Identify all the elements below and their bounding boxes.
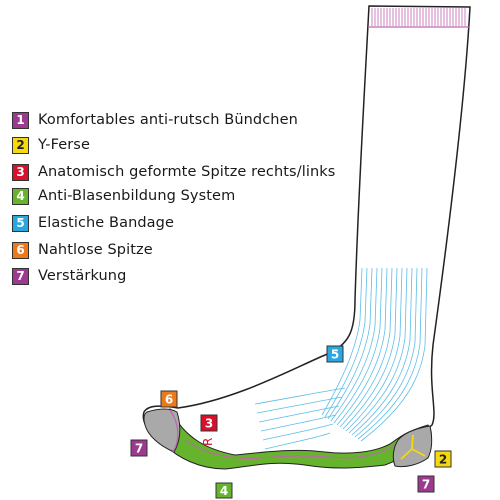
bandage-line: [254, 387, 346, 405]
callout-heel-reinforcement: 7: [417, 475, 435, 493]
legend-badge: 3: [12, 163, 29, 181]
legend-badge: 4: [12, 187, 29, 205]
bandage-line: [342, 267, 398, 430]
callout-heel: 2: [434, 450, 452, 468]
legend-item: 1 Komfortables anti-rutsch Bündchen: [12, 110, 298, 130]
y-heel: [400, 434, 426, 460]
bandage-line: [264, 432, 331, 450]
bandage-line: [260, 414, 337, 432]
toe-seam: [169, 409, 179, 453]
legend-badge: 6: [12, 241, 29, 259]
right-left-mark-text: R: [201, 438, 215, 446]
legend-item: 6 Nahtlose Spitze: [12, 240, 153, 260]
bandage-line: [324, 267, 368, 418]
legend-label: Elastiche Bandage: [38, 215, 174, 231]
legend-item: 7 Verstärkung: [12, 266, 126, 286]
bandage-line: [357, 267, 423, 440]
callout-sole: 4: [215, 482, 233, 499]
legend-label: Verstärkung: [38, 268, 127, 284]
legend-badge: 7: [12, 267, 29, 285]
legend-item: 4 Anti-Blasenbildung System: [12, 186, 235, 206]
callout-toe-reinforcement-label: 7: [135, 442, 143, 456]
callout-heel-reinforcement-label: 7: [422, 478, 430, 492]
bandage-lines: [254, 267, 428, 450]
callout-right-left-label: 3: [205, 417, 213, 431]
legend-item: 3 Anatomisch geformte Spitze rechts/links: [12, 162, 335, 182]
bandage-line: [345, 267, 403, 432]
bandage-line: [258, 405, 340, 423]
sole-stitch: [184, 439, 403, 459]
legend-badge: 1: [12, 111, 29, 129]
bandage-line: [336, 267, 388, 426]
bandage-line: [330, 267, 378, 422]
callout-right-left: 3: [200, 414, 218, 432]
bandage-line: [321, 267, 363, 416]
legend-label: Anatomisch geformte Spitze rechts/links: [38, 164, 336, 180]
legend-label: Anti-Blasenbildung System: [38, 188, 236, 204]
legend-label: Komfortables anti-rutsch Bündchen: [38, 112, 298, 128]
cuff-ribbing: [371, 8, 466, 26]
legend-item: 5 Elastiche Bandage: [12, 213, 174, 233]
callout-bandage: 5: [326, 345, 344, 363]
toe-reinforcement: [143, 408, 181, 453]
bandage-line: [262, 423, 334, 441]
callout-sole-label: 4: [220, 484, 228, 498]
callout-toe-reinforcement: 7: [130, 439, 148, 457]
callout-heel-label: 2: [439, 453, 447, 467]
callout-toe-seam-label: 6: [165, 393, 173, 407]
bandage-line: [354, 267, 418, 438]
bandage-line: [360, 267, 428, 442]
callout-bandage-label: 5: [331, 348, 339, 362]
bandage-line: [333, 267, 383, 424]
legend-item: 2 Y-Ferse: [12, 135, 90, 155]
legend-label: Y-Ferse: [38, 137, 90, 153]
legend-badge: 5: [12, 214, 29, 232]
legend-badge: 2: [12, 136, 29, 154]
legend-label: Nahtlose Spitze: [38, 242, 153, 258]
sock-outline: [142, 5, 471, 469]
bandage-line: [348, 267, 408, 434]
bandage-line: [256, 396, 343, 414]
bandage-line: [351, 267, 413, 436]
callout-toe-seam: 6: [160, 390, 178, 408]
bandage-line: [339, 267, 393, 428]
